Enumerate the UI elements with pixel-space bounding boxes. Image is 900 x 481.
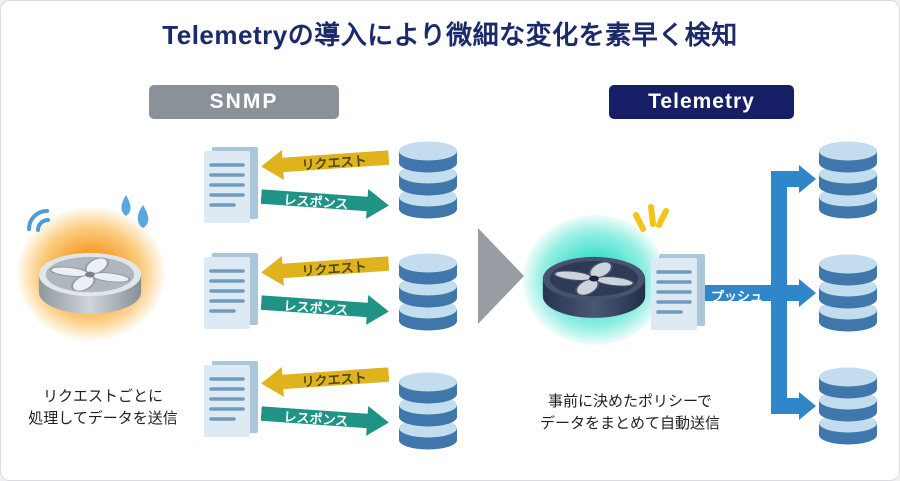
snmp-router-icon: [31, 231, 149, 325]
database-icon: [815, 141, 881, 221]
telemetry-router-icon: [535, 235, 653, 329]
page-title: Telemetryの導入により微細な変化を素早く検知: [162, 20, 738, 50]
request-label: リクエスト: [301, 258, 367, 279]
request-label: リクエスト: [301, 152, 367, 173]
transition-arrow-icon: [478, 228, 524, 324]
response-label: レスポンス: [283, 191, 349, 212]
request-arrow: リクエスト: [260, 360, 390, 399]
push-label: プッシュ: [710, 289, 763, 304]
snmp-caption: リクエストごとに 処理してデータを送信: [9, 386, 197, 430]
database-icon: [815, 254, 881, 334]
telemetry-caption-line1: 事前に決めたポリシーで: [547, 393, 713, 410]
document-icon: [204, 147, 258, 225]
push-arrow-connector: [699, 156, 817, 422]
response-arrow: レスポンス: [260, 288, 390, 327]
telemetry-badge: Telemetry: [609, 85, 794, 119]
database-icon: [815, 367, 881, 447]
document-icon: [204, 253, 258, 331]
response-label: レスポンス: [283, 408, 349, 429]
response-label: レスポンス: [283, 297, 349, 318]
snmp-caption-line1: リクエストごとに: [42, 388, 163, 405]
document-icon: [651, 254, 705, 332]
database-icon: [395, 141, 461, 221]
request-label: リクエスト: [301, 369, 367, 390]
telemetry-caption: 事前に決めたポリシーで データをまとめて自動送信: [501, 391, 759, 435]
request-arrow: リクエスト: [260, 249, 390, 288]
database-icon: [395, 372, 461, 452]
telemetry-caption-line2: データをまとめて自動送信: [539, 415, 720, 432]
sweat-drops-icon: [117, 193, 153, 237]
response-arrow: レスポンス: [260, 182, 390, 221]
request-arrow: リクエスト: [260, 143, 390, 182]
response-arrow: レスポンス: [260, 399, 390, 438]
document-icon: [204, 361, 258, 439]
snmp-badge: SNMP: [149, 85, 339, 119]
wifi-waves-icon: [25, 207, 61, 243]
database-icon: [395, 253, 461, 333]
snmp-caption-line2: 処理してデータを送信: [28, 410, 178, 427]
alert-sparks-icon: [629, 199, 675, 245]
